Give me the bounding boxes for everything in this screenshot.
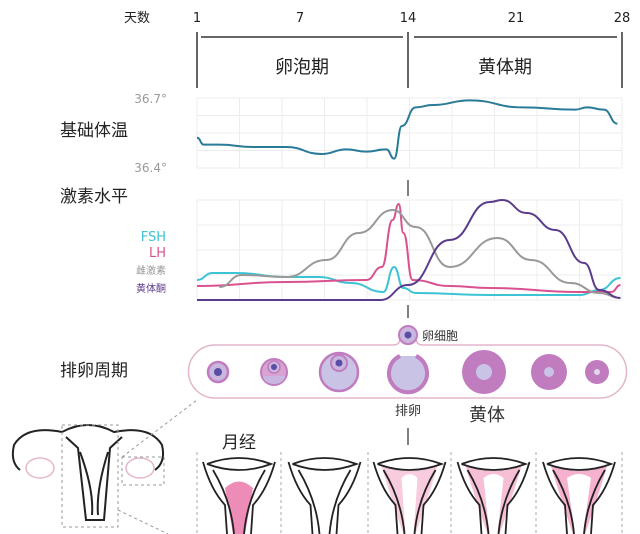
- day-tick: 1: [193, 11, 201, 26]
- legend-estrogen: 雌激素: [136, 264, 166, 277]
- day-tick: 14: [400, 11, 417, 26]
- uterine-cavity: [401, 474, 418, 534]
- hormone-line-progesterone: [196, 198, 621, 302]
- uterus-outline: [202, 457, 276, 534]
- hormone-line-fsh: [196, 265, 621, 297]
- days-label: 天数: [124, 11, 150, 26]
- bbt-max-label: 36.7°: [134, 92, 167, 106]
- follicle-antral-icon: [318, 351, 360, 393]
- ovulation-label: 排卵: [395, 404, 421, 419]
- hormone-label: 激素水平: [60, 187, 128, 207]
- follicle-ruptured-icon: [387, 354, 429, 395]
- uterine-cavity: [567, 474, 591, 534]
- uterus-panel-menses: [202, 457, 276, 534]
- bbt-label: 基础体温: [60, 121, 128, 141]
- hormone-line-estrogen: [219, 208, 621, 299]
- follicle-primary-icon: [206, 360, 230, 384]
- uterus-outline: [372, 457, 447, 534]
- hormone-lines: [196, 198, 621, 302]
- corpus-luteum-label: 黄体: [469, 405, 505, 426]
- hormone-line-lh: [196, 202, 621, 293]
- uterus-panel-thick: [456, 457, 531, 534]
- day-tick: 7: [296, 11, 304, 26]
- follicle-stages: [206, 350, 609, 395]
- uterus-outline: [287, 457, 362, 534]
- uterus-panel-growing: [372, 457, 447, 534]
- corpus-luteum-large-icon: [462, 350, 506, 394]
- uterus-panel-thin: [287, 457, 362, 534]
- legend-lh: LH: [149, 246, 166, 261]
- uterus-overview-illustration: [11, 399, 198, 534]
- follicular-phase-label: 卵泡期: [275, 57, 329, 78]
- uterine-cavity: [483, 474, 504, 534]
- oocyte: [398, 325, 418, 345]
- uterus-outline: [456, 457, 531, 534]
- bbt-min-label: 36.4°: [134, 161, 167, 175]
- corpus-luteum-small-icon: [585, 360, 609, 384]
- luteal-phase-label: 黄体期: [478, 57, 532, 78]
- phase-bracket: [196, 32, 623, 88]
- ovulation-cycle-label: 排卵周期: [60, 361, 128, 381]
- day-tick: 21: [508, 11, 525, 26]
- corpus-luteum-medium-icon: [531, 354, 567, 390]
- uterus-panel-thickest: [542, 457, 616, 534]
- oocyte-label: 卵细胞: [422, 329, 458, 343]
- bbt-line: [196, 99, 618, 160]
- uterus-lining-stages: [196, 452, 623, 534]
- legend-progesterone: 黄体酮: [136, 282, 166, 295]
- day-tick: 28: [614, 11, 631, 26]
- menstruation-label: 月经: [222, 433, 256, 453]
- uterus-outline: [542, 457, 616, 534]
- follicle-secondary-icon: [260, 358, 288, 386]
- legend-fsh: FSH: [141, 230, 166, 245]
